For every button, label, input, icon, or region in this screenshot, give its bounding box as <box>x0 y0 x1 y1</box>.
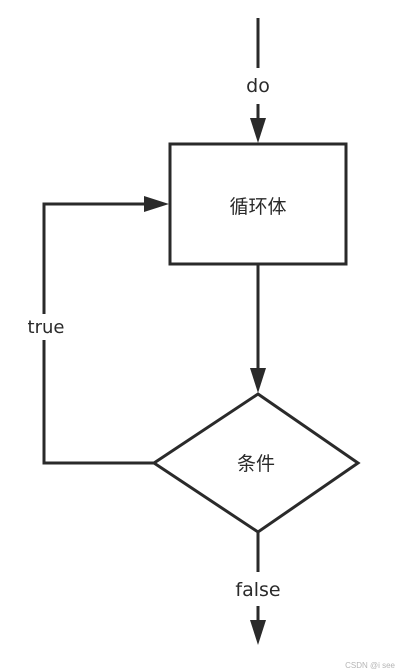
body-to-condition-arrowhead <box>250 368 266 393</box>
watermark: CSDN @i see <box>345 661 395 670</box>
condition-label: 条件 <box>237 453 275 475</box>
true-label-bg <box>22 314 68 340</box>
entry-arrowhead <box>250 118 266 143</box>
loop-body-label: 循环体 <box>229 196 286 218</box>
loop-body-box <box>168 142 348 266</box>
do-label: do <box>246 75 270 97</box>
true-loop-arrowhead <box>144 196 169 212</box>
false-exit-arrowhead <box>250 620 266 645</box>
true-label: true <box>28 317 65 338</box>
false-label: false <box>235 579 280 601</box>
